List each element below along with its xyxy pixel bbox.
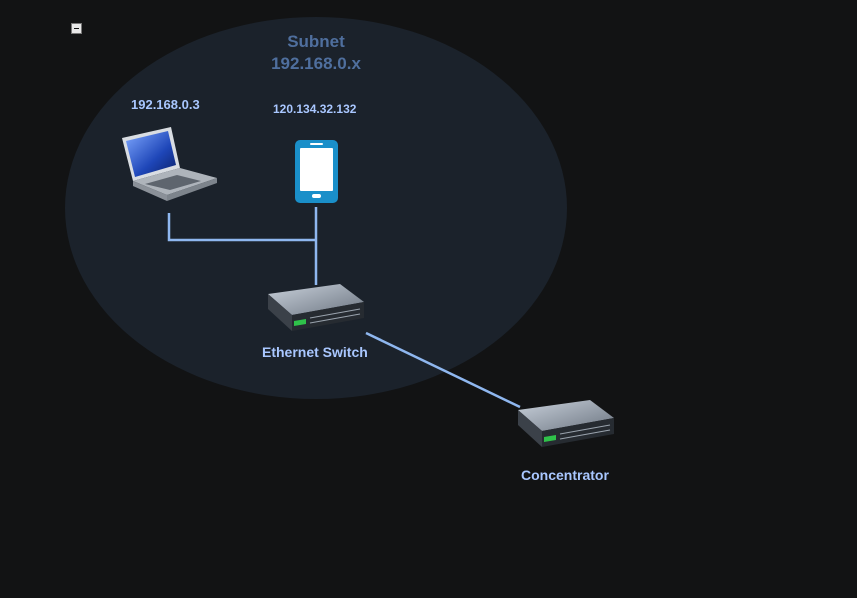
phone-ip-label: 120.134.32.132 — [273, 102, 357, 116]
subnet-title: Subnet 192.168.0.x — [256, 31, 376, 75]
network-switch-icon[interactable] — [518, 400, 614, 447]
network-links — [167, 207, 521, 409]
concentrator-label: Concentrator — [521, 467, 609, 483]
laptop-icon[interactable] — [122, 127, 217, 201]
smartphone-icon[interactable] — [295, 140, 338, 203]
network-switch-icon[interactable] — [268, 284, 364, 331]
link-laptop-bus[interactable] — [167, 213, 316, 242]
link-switch-concentrator[interactable] — [365, 331, 521, 409]
laptop-ip-label: 192.168.0.3 — [131, 97, 200, 112]
minus-icon[interactable] — [71, 23, 82, 34]
subnet-title-line2: 192.168.0.x — [271, 54, 361, 73]
subnet-title-line1: Subnet — [287, 32, 345, 51]
switch-label: Ethernet Switch — [262, 344, 368, 360]
